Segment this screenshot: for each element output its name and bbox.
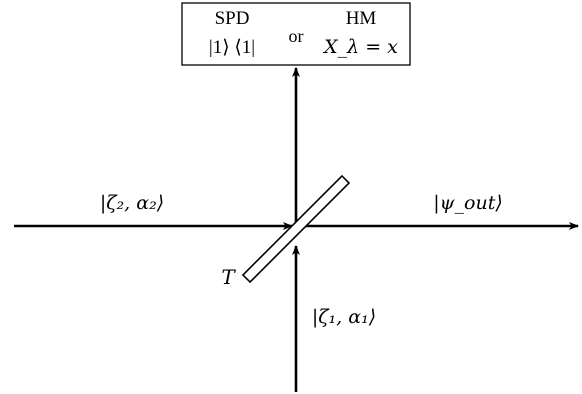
output-state-label: |ψ_out⟩ [433, 192, 503, 214]
hm-formula: X_λ = x [322, 36, 398, 58]
input-state-1-label: |ζ₁, α₁⟩ [312, 306, 376, 328]
beam-splitter [241, 174, 351, 284]
or-label: or [289, 26, 304, 46]
detector-box [181, 2, 411, 66]
input-state-2-label: |ζ₂, α₂⟩ [100, 192, 164, 214]
hm-title: HM [346, 8, 377, 29]
spd-formula: |1⟩ ⟨1| [209, 37, 255, 58]
transmissivity-label: T [221, 265, 236, 289]
spd-title: SPD [215, 8, 250, 29]
